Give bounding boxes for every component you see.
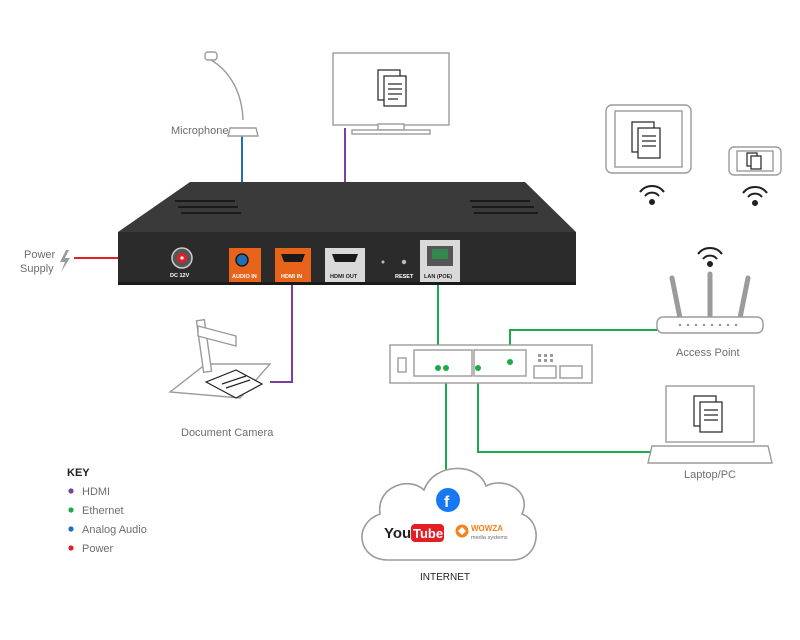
legend-swatch-audio bbox=[68, 526, 74, 532]
youtube-tube: Tube bbox=[413, 526, 443, 541]
led-indicator bbox=[381, 260, 385, 264]
audio-in-label: AUDIO IN bbox=[232, 274, 257, 280]
hdmi-out-label: HDMI OUT bbox=[330, 274, 358, 280]
wifi-icon bbox=[697, 247, 723, 267]
hdmi-in-jack bbox=[281, 254, 305, 262]
lan-port-label: LAN (POE) bbox=[424, 274, 452, 280]
wifi-icon bbox=[742, 186, 768, 206]
power-supply-label-line1: Power bbox=[24, 249, 56, 261]
hdmi-in-label: HDMI IN bbox=[281, 274, 302, 280]
wowza-logo: WOWZA media systems bbox=[455, 524, 508, 541]
dc-port-label: DC 12V bbox=[170, 273, 190, 279]
legend-title: KEY bbox=[67, 467, 90, 479]
wowza-sub: media systems bbox=[471, 535, 508, 541]
facebook-icon: f bbox=[436, 488, 460, 512]
document-icon bbox=[377, 69, 407, 107]
microphone-label: Microphone bbox=[171, 125, 228, 137]
ethernet-wire-switch-to-laptop bbox=[477, 368, 655, 453]
reset-button[interactable] bbox=[401, 259, 407, 265]
phone-icon bbox=[728, 146, 782, 176]
legend: KEY HDMI Ethernet Analog Audio Power bbox=[67, 467, 147, 555]
legend-label-power: Power bbox=[82, 543, 114, 555]
hdmi-out-jack bbox=[332, 254, 358, 262]
tablet-icon bbox=[605, 104, 692, 174]
legend-item: Ethernet bbox=[68, 505, 124, 517]
legend-swatch-hdmi bbox=[68, 488, 74, 494]
legend-label-hdmi: HDMI bbox=[82, 486, 110, 498]
switch-port-dots bbox=[435, 359, 513, 371]
laptop-label: Laptop/PC bbox=[684, 469, 736, 481]
legend-label-audio: Analog Audio bbox=[82, 524, 147, 536]
laptop-icon bbox=[647, 385, 773, 464]
document-camera-icon bbox=[168, 318, 272, 399]
youtube-you: You bbox=[384, 525, 411, 542]
wifi-icon bbox=[639, 185, 665, 205]
document-camera-label: Document Camera bbox=[181, 427, 274, 439]
monitor-icon bbox=[332, 52, 450, 135]
internet-label: INTERNET bbox=[420, 572, 470, 583]
legend-item: Power bbox=[68, 543, 114, 555]
hdmi-out-port bbox=[325, 248, 365, 282]
lightning-icon bbox=[60, 250, 70, 272]
microphone-icon bbox=[204, 51, 259, 137]
legend-item: HDMI bbox=[68, 486, 110, 498]
hdmi-wire-camera-to-in bbox=[270, 262, 293, 383]
reset-label: RESET bbox=[395, 274, 414, 280]
legend-item: Analog Audio bbox=[68, 524, 147, 536]
dc-power-port bbox=[171, 247, 193, 269]
wowza-name: WOWZA bbox=[471, 524, 503, 533]
facebook-letter: f bbox=[444, 494, 450, 511]
audio-jack bbox=[235, 253, 249, 267]
legend-label-ethernet: Ethernet bbox=[82, 505, 124, 517]
legend-swatch-ethernet bbox=[68, 507, 74, 513]
youtube-logo: You Tube bbox=[384, 524, 444, 542]
legend-swatch-power bbox=[68, 545, 74, 551]
access-point-icon bbox=[656, 271, 764, 334]
power-supply-label-line2: Supply bbox=[20, 263, 54, 275]
internet-cloud-icon bbox=[361, 467, 537, 561]
network-switch bbox=[389, 344, 593, 384]
hdmi-in-port bbox=[275, 248, 311, 282]
access-point-label: Access Point bbox=[676, 347, 740, 359]
